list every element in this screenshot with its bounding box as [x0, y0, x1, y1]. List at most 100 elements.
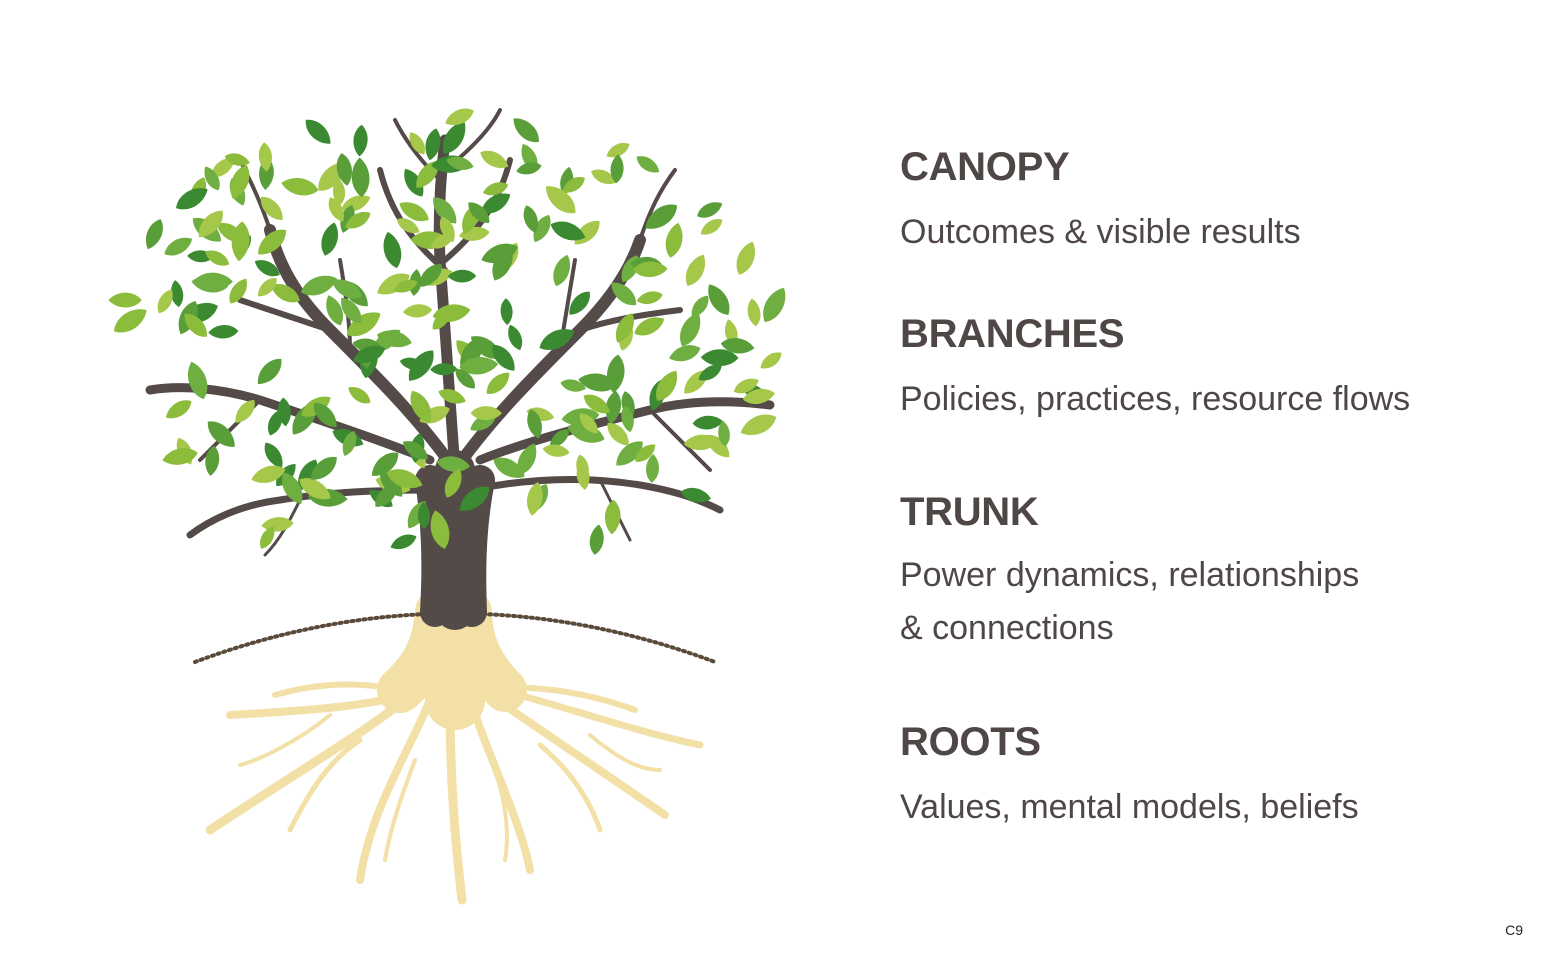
leaf [257, 278, 277, 297]
leaf [204, 166, 220, 191]
leaf [553, 254, 570, 287]
leaf [258, 142, 272, 172]
leaf [447, 269, 477, 283]
leaf [446, 156, 474, 170]
leaf [545, 186, 576, 214]
leaf [113, 309, 147, 333]
leaf [331, 279, 362, 299]
leaf [459, 357, 499, 375]
leaf [430, 233, 455, 249]
leaf [164, 237, 193, 256]
leaf [321, 222, 338, 256]
leaf [569, 291, 590, 315]
leaf [430, 510, 450, 549]
leaf [353, 124, 368, 157]
layer-description: Outcomes & visible results [900, 213, 1301, 251]
layer-title: CANOPY [900, 145, 1070, 189]
leaf [300, 275, 338, 296]
leaf [508, 324, 523, 351]
leaf [740, 414, 777, 436]
leaf [402, 304, 433, 318]
leaf [326, 295, 344, 326]
leaf [313, 403, 337, 428]
leaf [348, 386, 371, 404]
leaf [736, 241, 755, 275]
leaf [550, 221, 586, 241]
leaf [523, 205, 538, 233]
leaf [481, 193, 511, 214]
leaf [165, 400, 192, 419]
leaf [260, 196, 283, 221]
leaf [698, 364, 722, 381]
leaf [486, 372, 510, 394]
leaf [616, 441, 643, 466]
leaf [747, 298, 761, 327]
leaf [680, 487, 711, 503]
leaf [399, 357, 426, 370]
leaf [589, 524, 604, 555]
leaf [700, 218, 723, 235]
leaf [636, 291, 663, 305]
leaf [332, 178, 346, 206]
leaf [579, 413, 598, 434]
leaf [455, 368, 475, 389]
tree-leaves [108, 108, 786, 555]
leaf [229, 278, 247, 304]
page-number: C9 [1505, 922, 1523, 938]
leaf [404, 168, 424, 197]
leaf [328, 197, 344, 222]
layer-trunk: TRUNK Power dynamics, relationships & co… [900, 490, 1540, 655]
leaf [760, 352, 782, 369]
leaf [208, 325, 239, 339]
leaf [235, 399, 255, 423]
leaf [539, 329, 575, 351]
leaf [393, 279, 418, 293]
leaf [513, 118, 539, 143]
leaf [417, 501, 430, 530]
leaf [500, 298, 513, 326]
leaf [542, 444, 570, 457]
leaf [527, 481, 543, 516]
leaf [254, 260, 280, 277]
tree-with-roots-icon [108, 108, 786, 905]
layer-canopy: CANOPY Outcomes & visible results [900, 145, 1540, 259]
leaf [351, 157, 370, 198]
leaf [700, 349, 739, 367]
leaf [492, 344, 515, 371]
leaf [345, 211, 371, 229]
leaf [610, 154, 624, 184]
layer-roots: ROOTS Values, mental models, beliefs [900, 720, 1540, 834]
leaf [438, 388, 466, 404]
leaf [383, 231, 402, 269]
leaf [108, 292, 142, 308]
leaf [257, 229, 287, 255]
leaf [282, 472, 303, 505]
layer-description: Policies, practices, resource flows [900, 380, 1411, 418]
leaf [634, 317, 665, 336]
leaf [409, 132, 425, 155]
leaf [251, 465, 286, 483]
leaf [533, 215, 551, 243]
leaf [444, 468, 462, 498]
leaf [410, 390, 432, 424]
leaf [425, 128, 441, 161]
leaf [216, 222, 245, 242]
leaf [380, 470, 403, 497]
leaf [188, 361, 208, 400]
leaf [257, 358, 282, 385]
leaf [170, 280, 184, 308]
leaf [299, 478, 331, 500]
leaf [419, 264, 442, 287]
leaf [377, 273, 410, 295]
leaf [669, 345, 701, 362]
leaf [157, 289, 173, 314]
leaf [176, 188, 208, 210]
leaf [763, 287, 786, 323]
leaf [635, 444, 656, 462]
leaf [346, 312, 381, 337]
leaf [191, 275, 229, 293]
leaf [645, 204, 678, 229]
leaf [396, 218, 420, 234]
tree-roots [205, 585, 704, 905]
leaf [310, 456, 337, 480]
